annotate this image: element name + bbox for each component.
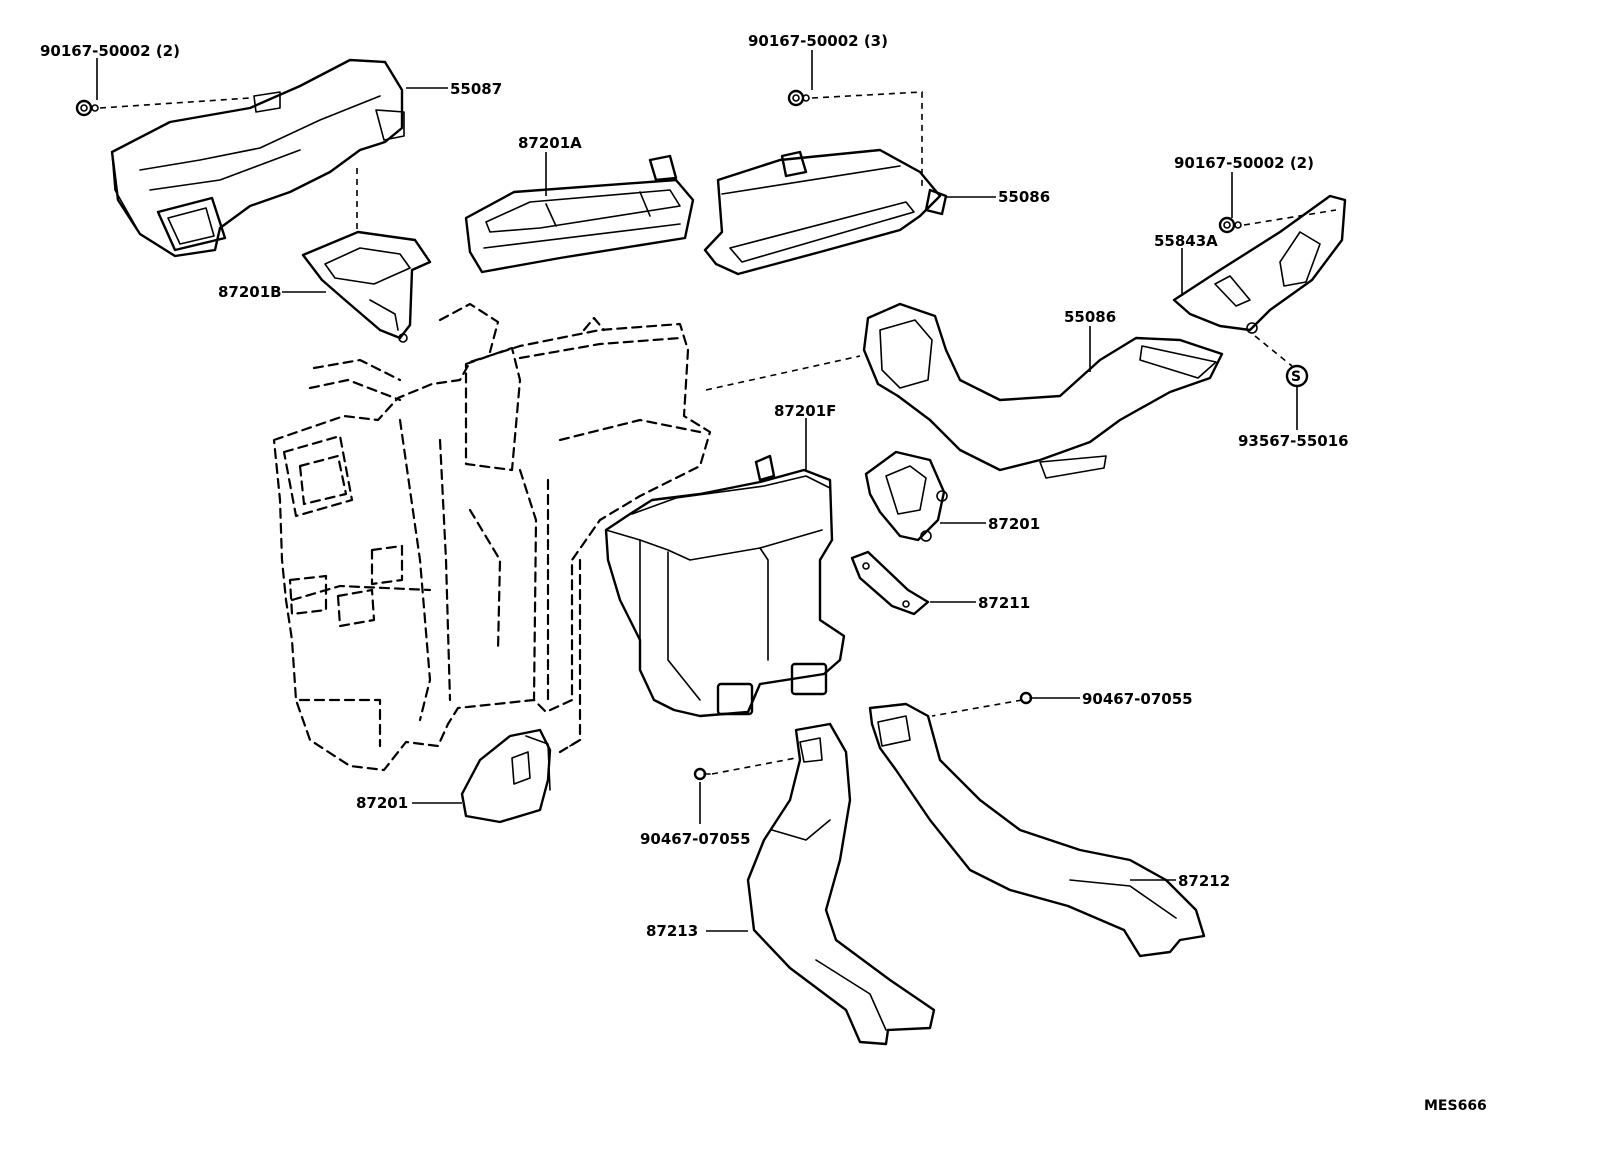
label-screw-93567: 93567-55016 — [1238, 432, 1349, 450]
duct-87212 — [868, 702, 1206, 958]
duct-55087 — [110, 58, 405, 258]
drawing-code: MES666 — [1424, 1098, 1487, 1114]
label-clip-right: 90467-07055 — [1082, 690, 1193, 708]
screw-symbol-label: S — [1291, 369, 1301, 385]
label-blower-case-87201F: 87201F — [774, 402, 836, 420]
clip-right — [1019, 691, 1037, 705]
label-servo-87201-right: 87201 — [988, 515, 1040, 533]
duct-87201B — [301, 230, 432, 343]
duct-87201-left — [460, 728, 552, 824]
register-55086-top — [703, 148, 948, 276]
label-clip-left: 90467-07055 — [640, 830, 751, 848]
label-duct-87201-left: 87201 — [356, 794, 408, 812]
register-87201A — [464, 154, 695, 274]
label-register-87201A: 87201A — [518, 134, 582, 152]
nut-right — [1218, 216, 1242, 234]
label-duct-55087: 55087 — [450, 80, 502, 98]
servo-87201-right — [864, 450, 948, 542]
nut-center — [787, 89, 810, 107]
label-bracket-87211: 87211 — [978, 594, 1030, 612]
blower-case-87201F — [604, 454, 846, 718]
label-duct-87212: 87212 — [1178, 872, 1230, 890]
bracket-87211 — [850, 550, 930, 616]
label-register-55086-top: 55086 — [998, 188, 1050, 206]
duct-87213 — [746, 722, 936, 1046]
label-duct-87213: 87213 — [646, 922, 698, 940]
label-duct-55086-mid: 55086 — [1064, 308, 1116, 326]
clip-left — [693, 767, 711, 781]
label-nut-left: 90167-50002 (2) — [40, 42, 180, 60]
duct-55086-mid — [862, 302, 1224, 479]
screw-symbol: S — [1285, 364, 1309, 388]
label-duct-87201B: 87201B — [218, 283, 282, 301]
label-duct-55843A: 55843A — [1154, 232, 1218, 250]
duct-55843A — [1172, 194, 1347, 334]
label-nut-right: 90167-50002 (2) — [1174, 154, 1314, 172]
nut-left — [75, 99, 99, 117]
heater-unit — [272, 302, 712, 772]
label-nut-center: 90167-50002 (3) — [748, 32, 888, 50]
